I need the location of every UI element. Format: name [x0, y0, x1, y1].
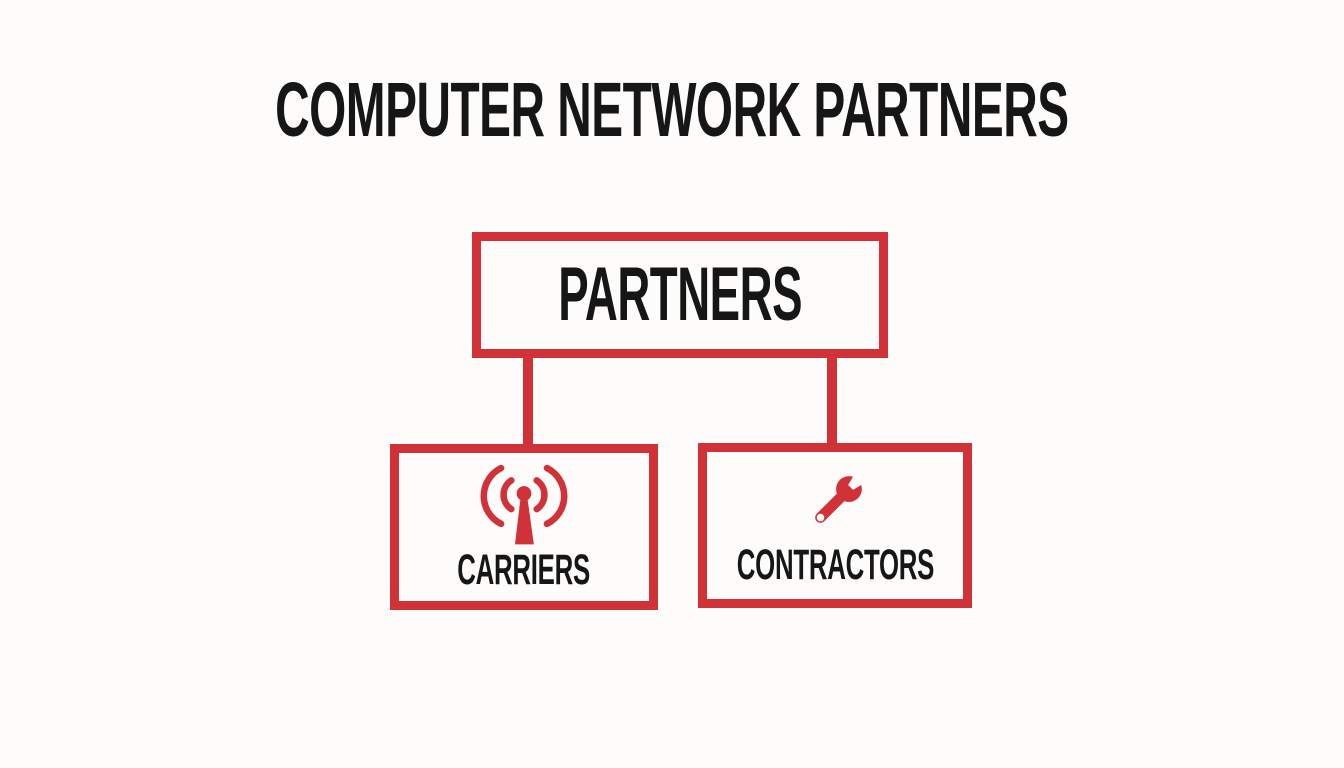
carriers-node-label: CARRIERS [457, 546, 591, 594]
connector-partners-to-contractors [827, 356, 837, 446]
contractors-node-label: CONTRACTORS [736, 541, 934, 589]
wrench-icon [815, 470, 868, 523]
connector-partners-to-carriers [523, 356, 533, 446]
partners-node-label: PARTNERS [558, 252, 802, 337]
page-title: COMPUTER NETWORK PARTNERS [0, 72, 1344, 149]
contractors-node: CONTRACTORS [698, 443, 972, 608]
partners-node: PARTNERS [472, 232, 888, 358]
page-title-text: COMPUTER NETWORK PARTNERS [275, 67, 1069, 153]
broadcast-antenna-icon [480, 464, 568, 545]
carriers-node: CARRIERS [390, 444, 658, 610]
